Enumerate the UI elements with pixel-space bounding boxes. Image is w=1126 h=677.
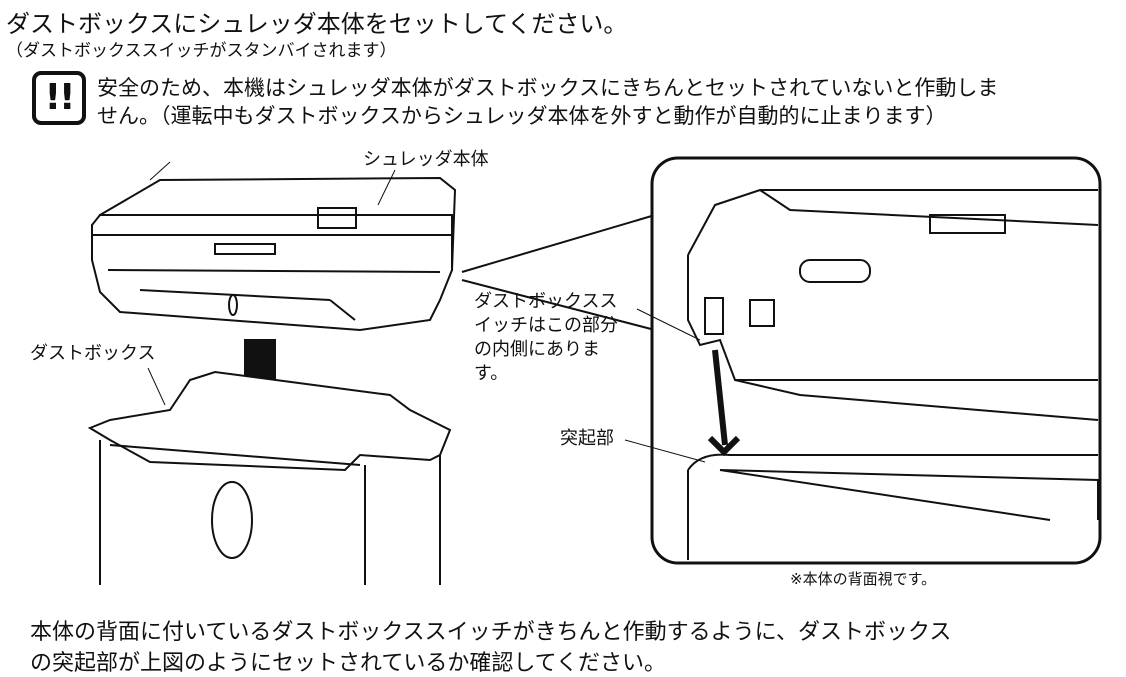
dust-box-drawing [87, 370, 452, 585]
label-projection: 突起部 [560, 428, 614, 449]
rear-view-note: ※本体の背面視です。 [790, 570, 937, 588]
label-shredder-body: シュレッダ本体 [363, 149, 489, 170]
shredder-body-drawing [91, 176, 457, 332]
inset-rear-view-drawing [687, 189, 1099, 560]
page-title: ダストボックスにシュレッダ本体をセットしてください。 [6, 10, 628, 38]
warning-text-line2: せん。（運転中もダストボックスからシュレッダ本体を外すと動作が自動的に止まります… [97, 104, 947, 128]
exclamation-warning-icon: !! [32, 71, 86, 125]
leader-line [377, 169, 396, 206]
body-text-line1: 本体の背面に付いているダストボックススイッチがきちんと作動するように、ダストボッ… [30, 620, 952, 645]
leader-line [624, 439, 706, 463]
leader-line [147, 367, 166, 406]
body-text-line2: の突起部が上図のようにセットされているか確認してください。 [30, 651, 667, 676]
leader-line [149, 161, 171, 181]
callout-lines [461, 214, 656, 331]
down-arrow-icon [707, 349, 741, 457]
detail-inset-frame [650, 156, 1102, 565]
warning-text-line1: 安全のため、本機はシュレッダ本体がダストボックスにきちんとセットされていないと作… [97, 76, 999, 100]
leader-line [636, 308, 701, 341]
label-dust-box-switch: ダストボックススイッチはこの部分の内側にあります。 [474, 291, 618, 384]
page-subtitle: （ダストボックススイッチがスタンバイされます） [6, 41, 397, 61]
label-dust-box: ダストボックス [30, 343, 156, 364]
